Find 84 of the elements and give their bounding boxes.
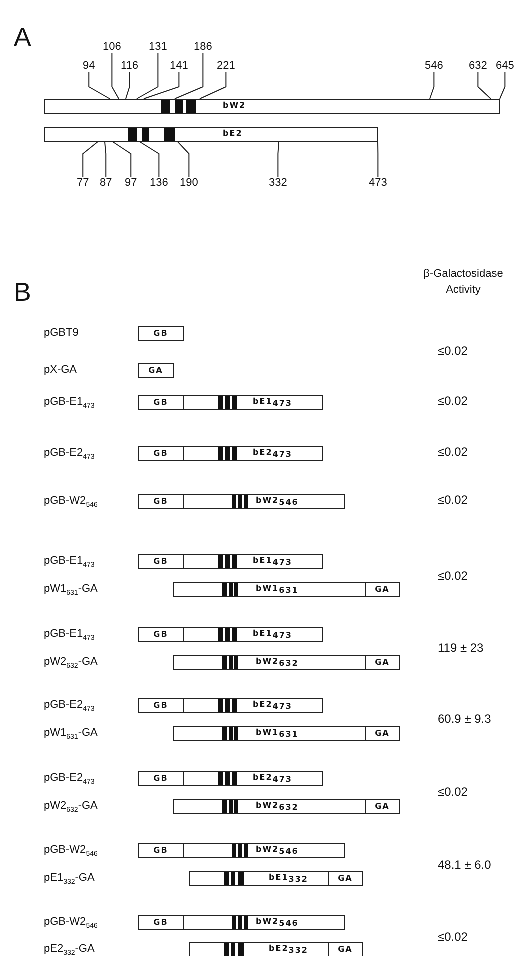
protein-bar [138, 494, 345, 509]
position-number: 473 [369, 177, 388, 189]
position-number: 221 [217, 60, 236, 72]
panel-label: B [14, 277, 32, 308]
position-number: 106 [103, 41, 122, 53]
leader-line [144, 72, 180, 100]
construct-label: pGB-E2$_{473}$ [44, 772, 95, 788]
position-number: 546 [425, 60, 444, 72]
construct-label: pGB-E1$_{473}$ [44, 396, 95, 412]
activity-value: ≤0.02 [438, 493, 468, 507]
protein-bar [189, 871, 363, 886]
activity-value: 60.9 ± 9.3 [438, 712, 492, 726]
construct-label: pGB-E1$_{473}$ [44, 628, 95, 644]
leader-line [430, 72, 435, 100]
protein-bar [44, 127, 378, 142]
construct-label: pGBT9 [44, 327, 79, 340]
construct-label: pGB-E1$_{473}$ [44, 555, 95, 571]
protein-bar [138, 554, 323, 569]
construct-label: pE1$_{332}$-GA [44, 872, 95, 888]
position-number: 186 [194, 41, 212, 53]
position-number: 116 [121, 60, 139, 72]
construct-label: pGB-W2$_{546}$ [44, 844, 98, 860]
activity-value: ≤0.02 [438, 930, 468, 944]
column-header: β-Galactosidase Activity [422, 267, 504, 298]
position-number: 141 [170, 60, 188, 72]
domain-box: GB [138, 326, 184, 341]
leader-line [178, 142, 190, 178]
construct-label: pX-GA [44, 364, 78, 377]
bar-label: bW2 [223, 101, 246, 111]
activity-value: 48.1 ± 6.0 [438, 858, 492, 872]
activity-value: ≤0.02 [438, 394, 468, 408]
position-number: 97 [125, 177, 138, 189]
activity-value: ≤0.02 [438, 344, 468, 358]
position-number: 645 [496, 60, 514, 72]
leader-line [136, 52, 159, 100]
construct-label: pGB-W2$_{546}$ [44, 495, 98, 511]
leader-line [104, 142, 107, 178]
protein-bar [138, 446, 323, 461]
protein-bar [173, 582, 400, 597]
protein-bar [138, 698, 323, 713]
position-number: 190 [180, 177, 198, 189]
position-number: 332 [269, 177, 288, 189]
position-number: 131 [149, 41, 168, 53]
protein-bar [173, 799, 400, 814]
leader-line [82, 142, 98, 178]
construct-label: pW1$_{631}$-GA [44, 727, 98, 743]
protein-bar [173, 655, 400, 670]
protein-bar [138, 771, 323, 786]
protein-bar [173, 726, 400, 741]
construct-label: pW2$_{632}$-GA [44, 800, 98, 816]
activity-value: ≤0.02 [438, 785, 468, 799]
protein-bar [189, 942, 363, 956]
leader-line [88, 72, 110, 100]
construct-label: pGB-E2$_{473}$ [44, 447, 95, 463]
leader-line [500, 72, 506, 100]
leader-line [278, 142, 280, 178]
leader-line [478, 72, 492, 100]
activity-value: ≤0.02 [438, 445, 468, 459]
position-number: 136 [150, 177, 168, 189]
panel-label: A [14, 22, 32, 53]
bar-label: bE2 [223, 129, 243, 139]
construct-label: pW1$_{631}$-GA [44, 583, 98, 599]
leader-line [378, 142, 379, 178]
construct-label: pGB-W2$_{546}$ [44, 916, 98, 932]
leader-line [126, 72, 130, 100]
protein-bar [138, 843, 345, 858]
construct-label: pGB-E2$_{473}$ [44, 699, 95, 715]
activity-value: ≤0.02 [438, 569, 468, 583]
position-number: 94 [83, 60, 96, 72]
leader-line [112, 142, 132, 178]
activity-value: 119 ± 23 [438, 641, 484, 655]
protein-bar [138, 915, 345, 930]
domain-box: GA [138, 363, 174, 378]
protein-bar [138, 395, 323, 410]
construct-label: pW2$_{632}$-GA [44, 656, 98, 672]
position-number: 87 [100, 177, 112, 189]
leader-line [174, 52, 204, 100]
protein-bar [44, 99, 500, 114]
leader-line [140, 142, 160, 178]
construct-label: pE2$_{332}$-GA [44, 943, 95, 956]
protein-bar [138, 627, 323, 642]
position-number: 77 [77, 177, 90, 189]
leader-line [112, 52, 120, 100]
position-number: 632 [469, 60, 488, 72]
